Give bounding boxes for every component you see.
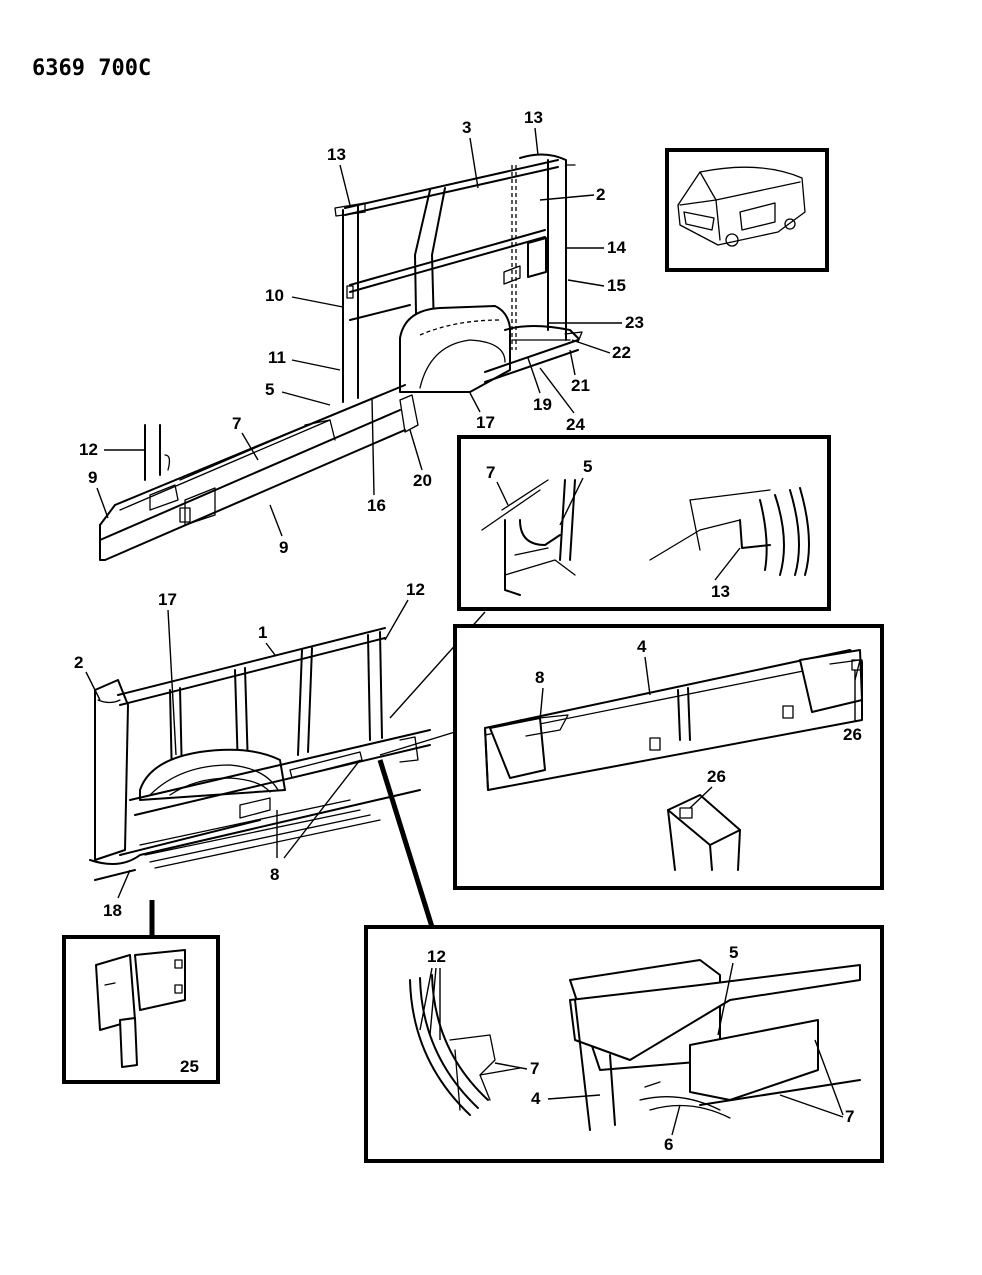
- detail-reinforcement: 4 8 26 26: [453, 624, 884, 890]
- callout-label: 22: [612, 343, 631, 362]
- lower-side-panel-assembly: [89, 627, 431, 881]
- callout-label: 13: [524, 108, 543, 127]
- callout-label: 21: [571, 376, 590, 395]
- callout-label: 7: [232, 414, 241, 433]
- callout-label: 18: [103, 901, 122, 920]
- middle-callouts: 17 1 12 2 8 18: [74, 580, 486, 937]
- callout-label: 13: [327, 145, 346, 164]
- callout-label: 19: [533, 395, 552, 414]
- callout-label: 11: [268, 348, 286, 367]
- callout-label: 8: [270, 865, 279, 884]
- callout-label: 5: [583, 457, 592, 476]
- callout-label: 14: [607, 238, 626, 257]
- bracket-26-detail: [667, 794, 741, 871]
- callout-label: 26: [843, 725, 862, 744]
- callout-label: 8: [535, 668, 544, 687]
- detail-pillar-joints: 7 5 13: [457, 435, 831, 611]
- upper-side-panel-assembly: [99, 153, 583, 561]
- callout-label: 9: [279, 538, 288, 557]
- callout-label: 7: [486, 463, 495, 482]
- callout-label: 9: [88, 468, 97, 487]
- callout-label: 7: [530, 1059, 539, 1078]
- van-inset: [665, 148, 829, 272]
- detail-bracket-25: 25: [62, 935, 220, 1084]
- callout-label: 3: [462, 118, 471, 137]
- callout-label: 4: [637, 637, 647, 656]
- drawing-code: 6369 700C: [32, 56, 151, 81]
- detail-sill-joint: 12 7 5 4 6 7: [364, 925, 884, 1163]
- callout-label: 12: [427, 947, 446, 966]
- callout-label: 13: [711, 582, 730, 601]
- callout-label: 12: [79, 440, 98, 459]
- callout-label: 16: [367, 496, 386, 515]
- callout-label: 17: [476, 413, 495, 432]
- callout-label: 20: [413, 471, 432, 490]
- callout-label: 4: [531, 1089, 541, 1108]
- van-icon: [677, 166, 806, 247]
- callout-label: 24: [566, 415, 585, 434]
- callout-label: 5: [729, 943, 738, 962]
- callout-label: 2: [596, 185, 605, 204]
- callout-label: 12: [406, 580, 425, 599]
- callout-label: 25: [180, 1057, 199, 1076]
- callout-label: 2: [74, 653, 83, 672]
- callout-label: 6: [664, 1135, 673, 1154]
- callout-label: 1: [258, 623, 267, 642]
- top-callouts: 3 13 13 2 14 15 10 23 22 11 21 5 19 17 2…: [79, 108, 644, 557]
- callout-label: 26: [707, 767, 726, 786]
- callout-label: 7: [845, 1107, 854, 1126]
- callout-label: 10: [265, 286, 284, 305]
- callout-label: 23: [625, 313, 644, 332]
- callout-label: 17: [158, 590, 177, 609]
- callout-label: 5: [265, 380, 274, 399]
- callout-label: 15: [607, 276, 626, 295]
